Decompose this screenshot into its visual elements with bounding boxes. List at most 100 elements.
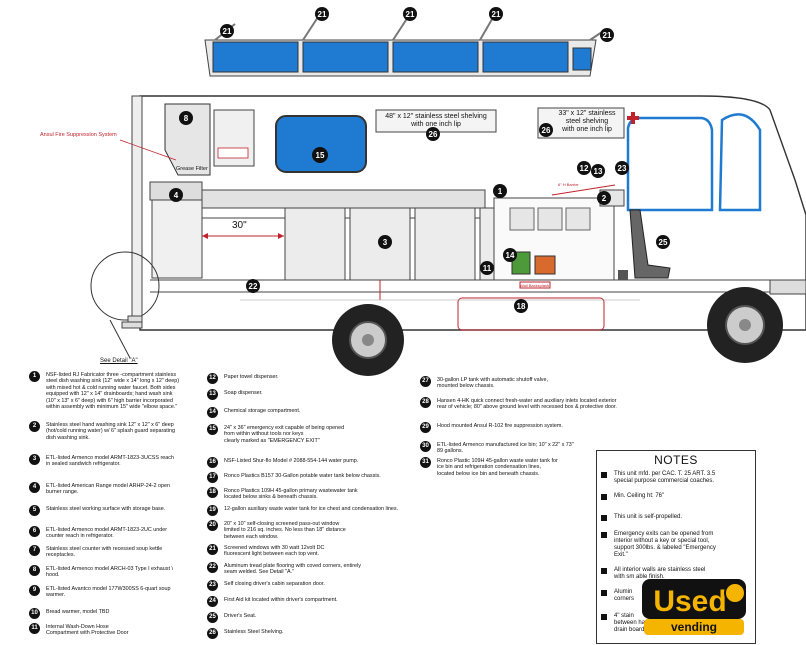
ansul-label: Ansul Fire Suppression System — [40, 132, 117, 138]
note-bullet — [601, 515, 607, 521]
see-detail-label: See Detail "A" — [100, 358, 138, 364]
svg-text:13: 13 — [594, 167, 603, 176]
svg-text:21: 21 — [492, 10, 501, 19]
marker-21-e: 21 — [600, 28, 614, 42]
svg-text:8: 8 — [184, 114, 189, 123]
marker-21-b: 21 — [315, 7, 329, 21]
svg-text:1: 1 — [498, 187, 503, 196]
note-item: This unit mfd. per CAC. T. 25 ART. 3.5 s… — [601, 471, 751, 485]
svg-text:12: 12 — [580, 164, 589, 173]
note-item: Alumin corners — [601, 589, 751, 603]
svg-text:2: 2 — [602, 194, 607, 203]
marker-4: 4 — [169, 188, 183, 202]
grease-filter-label: Grease Filter — [176, 166, 208, 172]
note-item: Min. Ceiling ht: 76" — [601, 493, 751, 500]
note-bullet — [601, 568, 607, 574]
used-vending-logo: Used vending — [642, 579, 746, 635]
svg-text:26: 26 — [542, 126, 551, 135]
svg-text:21: 21 — [406, 10, 415, 19]
marker-21-c: 21 — [403, 7, 417, 21]
svg-text:23: 23 — [618, 164, 627, 173]
marker-15: 15 — [312, 147, 328, 163]
marker-12: 12 — [577, 161, 591, 175]
marker-1: 1 — [493, 184, 507, 198]
svg-text:14: 14 — [506, 251, 515, 260]
svg-text:26: 26 — [429, 130, 438, 139]
marker-21-a: 21 — [220, 24, 234, 38]
svg-text:21: 21 — [318, 10, 327, 19]
svg-text:15: 15 — [316, 151, 325, 160]
svg-text:Used: Used — [653, 585, 726, 618]
marker-26-a: 26 — [426, 127, 440, 141]
note-item: All interior walls are stainless steel w… — [601, 567, 751, 581]
barrier-label: 6" H Barrier — [558, 182, 579, 187]
markers: 21 21 21 21 21 8 4 15 26 26 1 12 13 23 2… — [169, 7, 670, 313]
svg-text:4: 4 — [174, 191, 179, 200]
svg-text:3: 3 — [383, 238, 388, 247]
note-item: This unit is self-propelled. — [601, 514, 751, 521]
truck-body — [90, 95, 806, 376]
note-item: Emergency exits can be opened from inter… — [601, 531, 751, 559]
marker-14: 14 — [503, 248, 517, 262]
svg-text:21: 21 — [223, 27, 232, 36]
svg-text:21: 21 — [603, 31, 612, 40]
dimension-30: 30" — [232, 220, 247, 231]
svg-text:vending: vending — [671, 620, 717, 634]
note-bullet — [601, 494, 607, 500]
marker-3: 3 — [378, 235, 392, 249]
wall-tag-label: Wall Backsplash — [520, 283, 550, 288]
svg-text:11: 11 — [483, 264, 492, 273]
roof-vents — [204, 13, 606, 77]
marker-21-d: 21 — [489, 7, 503, 21]
marker-25: 25 — [656, 235, 670, 249]
svg-text:18: 18 — [517, 302, 526, 311]
note-bullet — [601, 472, 607, 478]
marker-11: 11 — [480, 261, 494, 275]
marker-26-b: 26 — [539, 123, 553, 137]
marker-22: 22 — [246, 279, 260, 293]
note-bullet — [601, 532, 607, 538]
shelf-label-33: 33" x 12" stainless steel shelving with … — [558, 110, 616, 133]
marker-8: 8 — [179, 111, 193, 125]
svg-text:25: 25 — [659, 238, 668, 247]
note-bullet — [601, 614, 607, 620]
marker-2: 2 — [597, 191, 611, 205]
shelf-label-48: 48" x 12" stainless steel shelving with … — [385, 113, 487, 128]
marker-18: 18 — [514, 299, 528, 313]
notes-title: NOTES — [654, 453, 698, 467]
note-bullet — [601, 590, 607, 596]
marker-23: 23 — [615, 161, 629, 175]
svg-text:22: 22 — [249, 282, 258, 291]
